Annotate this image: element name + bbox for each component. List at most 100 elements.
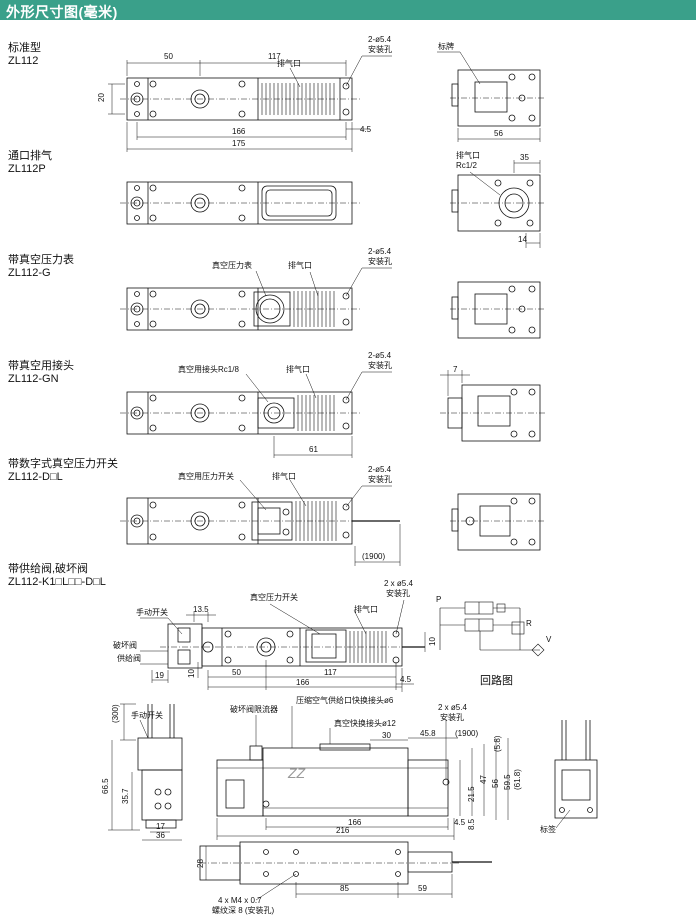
section-model: ZL112-D□L (8, 471, 63, 483)
dim-5-8: (5.8) (493, 735, 502, 752)
section-label-valves: 带供给阀,破坏阀 ZL112-K1□L□□-D□L (8, 563, 106, 589)
svg-text:ZZ: ZZ (287, 765, 306, 781)
drawing-valves-side-right (554, 720, 598, 819)
mount-hole-spec: 2-ø5.4 (368, 247, 392, 256)
screw-depth: 螺纹深 8 (安装孔) (212, 905, 275, 915)
dim-50: 50 (164, 52, 173, 61)
mount-hole-2x-b-spec: 2 x ø5.4 (438, 703, 467, 712)
nameplate-label: 标牌 (438, 41, 454, 51)
dim-7: 7 (453, 365, 458, 374)
section-model: ZL112 (8, 55, 39, 67)
vacuum-switch2-label: 真空压力开关 (250, 592, 298, 602)
dim-166b: 166 (296, 678, 310, 687)
mount-hole-label: 安装孔 (368, 44, 392, 54)
drawing-valves-bottom (199, 841, 492, 885)
dim-17: 17 (156, 822, 165, 831)
drawing-digital-front (120, 497, 400, 545)
section-name: 标准型 (8, 42, 41, 54)
drawing-gauge-side (450, 281, 545, 339)
section-model: ZL112-K1□L□□-D□L (8, 576, 106, 588)
drawing-fitting-front (120, 391, 360, 435)
dim-166: 166 (232, 127, 246, 136)
dim-45-8: 45.8 (420, 729, 436, 738)
drawing-gauge-front (120, 287, 360, 331)
dim-21-5: 21.5 (467, 786, 476, 802)
dim-28: 28 (196, 859, 205, 868)
section-name: 带真空压力表 (8, 254, 74, 266)
exhaust-port-label: 排气口 (286, 364, 310, 374)
dim-85: 85 (340, 884, 349, 893)
dim-35-7: 35.7 (121, 788, 130, 804)
section-label-fitting: 带真空用接头 ZL112-GN (8, 360, 74, 386)
drawing-fitting-side (440, 384, 545, 442)
drawing-digital-side (450, 493, 545, 551)
circuit-port-p: P (436, 595, 441, 604)
vacuum-gauge-label: 真空压力表 (212, 260, 252, 270)
dim-13-5: 13.5 (193, 605, 209, 614)
dim-50b: 50 (232, 668, 241, 677)
dim-61: 61 (309, 445, 318, 454)
dim-66-5: 66.5 (101, 778, 110, 794)
dim-56b: 56 (491, 779, 500, 788)
exhaust-port-label: 排气口 (288, 260, 312, 270)
exhaust-port-rc-label: 排气口 (456, 150, 480, 160)
dim-4-5c: 4.5 (454, 818, 466, 827)
circuit-port-r: R (526, 619, 532, 628)
screw-spec: 4 x M4 x 0.7 (218, 896, 262, 905)
section-model: ZL112-G (8, 267, 51, 279)
mount-hole-spec: 2-ø5.4 (368, 465, 392, 474)
vacuum-fitting-label: 真空用接头Rc1/8 (178, 364, 239, 374)
dim-117: 117 (268, 52, 281, 61)
dim-61-8: (61.8) (513, 769, 522, 790)
circuit-diagram (439, 601, 545, 657)
dim-10: 10 (428, 637, 437, 646)
dim-4-5: 4.5 (360, 125, 372, 134)
dim-59: 59 (418, 884, 427, 893)
dim-10b: 10 (187, 669, 196, 678)
dim-36: 36 (156, 831, 165, 840)
mount-hole-b-label: 安装孔 (440, 712, 464, 722)
compressed-air-label: 压缩空气供给口快换接头ø6 (296, 695, 394, 705)
mount-hole-label: 安装孔 (368, 360, 392, 370)
mount-hole-2x-spec: 2 x ø5.4 (384, 579, 413, 588)
drawing-valves-side-left (137, 704, 183, 829)
dim-56: 56 (494, 129, 503, 138)
dim-59-5: 59.5 (503, 774, 512, 790)
mount-hole-spec: 2-ø5.4 (368, 351, 392, 360)
mount-hole-spec: 2-ø5.4 (368, 35, 392, 44)
exhaust-port-label: 排气口 (272, 471, 296, 481)
dim-35: 35 (520, 153, 529, 162)
dim-175: 175 (232, 139, 246, 148)
drawing-port-exhaust-side (450, 174, 545, 232)
manual-switch2-label: 手动开关 (131, 710, 163, 720)
circuit-diagram-label: 回路图 (480, 674, 513, 687)
dim-20: 20 (97, 93, 106, 102)
dim-4-5b: 4.5 (400, 675, 412, 684)
dim-19: 19 (155, 671, 164, 680)
section-model: ZL112-GN (8, 373, 59, 385)
nameplate2-label: 标签 (540, 824, 556, 834)
section-label-port-exhaust: 通口排气 ZL112P (8, 150, 52, 176)
drawing-port-exhaust-front (120, 181, 360, 225)
break-valve-label: 破坏阀 (113, 640, 137, 650)
dim-117b: 117 (324, 668, 337, 677)
page-title: 外形尺寸图(毫米) (6, 4, 118, 20)
dim-14: 14 (518, 235, 527, 244)
circuit-port-v: V (546, 635, 552, 644)
section-header-bar: 外形尺寸图(毫米) (0, 0, 696, 20)
section-label-gauge: 带真空压力表 ZL112-G (8, 254, 74, 280)
section-label-digital-switch: 带数字式真空压力开关 ZL112-D□L (8, 458, 118, 484)
vacuum-switch-label: 真空用压力开关 (178, 471, 234, 481)
drawing-valves-elevation: ZZ (216, 743, 450, 817)
dim-300: (300) (111, 704, 120, 723)
dim-166c: 166 (348, 818, 362, 827)
dim-30: 30 (382, 731, 391, 740)
section-name: 带数字式真空压力开关 (8, 458, 118, 470)
dim-216: 216 (336, 826, 350, 835)
dim-8-5: 8.5 (467, 818, 476, 830)
mount-hole-label: 安装孔 (368, 474, 392, 484)
supply-valve-label: 供给阀 (117, 653, 141, 663)
section-name: 通口排气 (8, 150, 52, 162)
exhaust-port-label: 排气口 (354, 604, 378, 614)
